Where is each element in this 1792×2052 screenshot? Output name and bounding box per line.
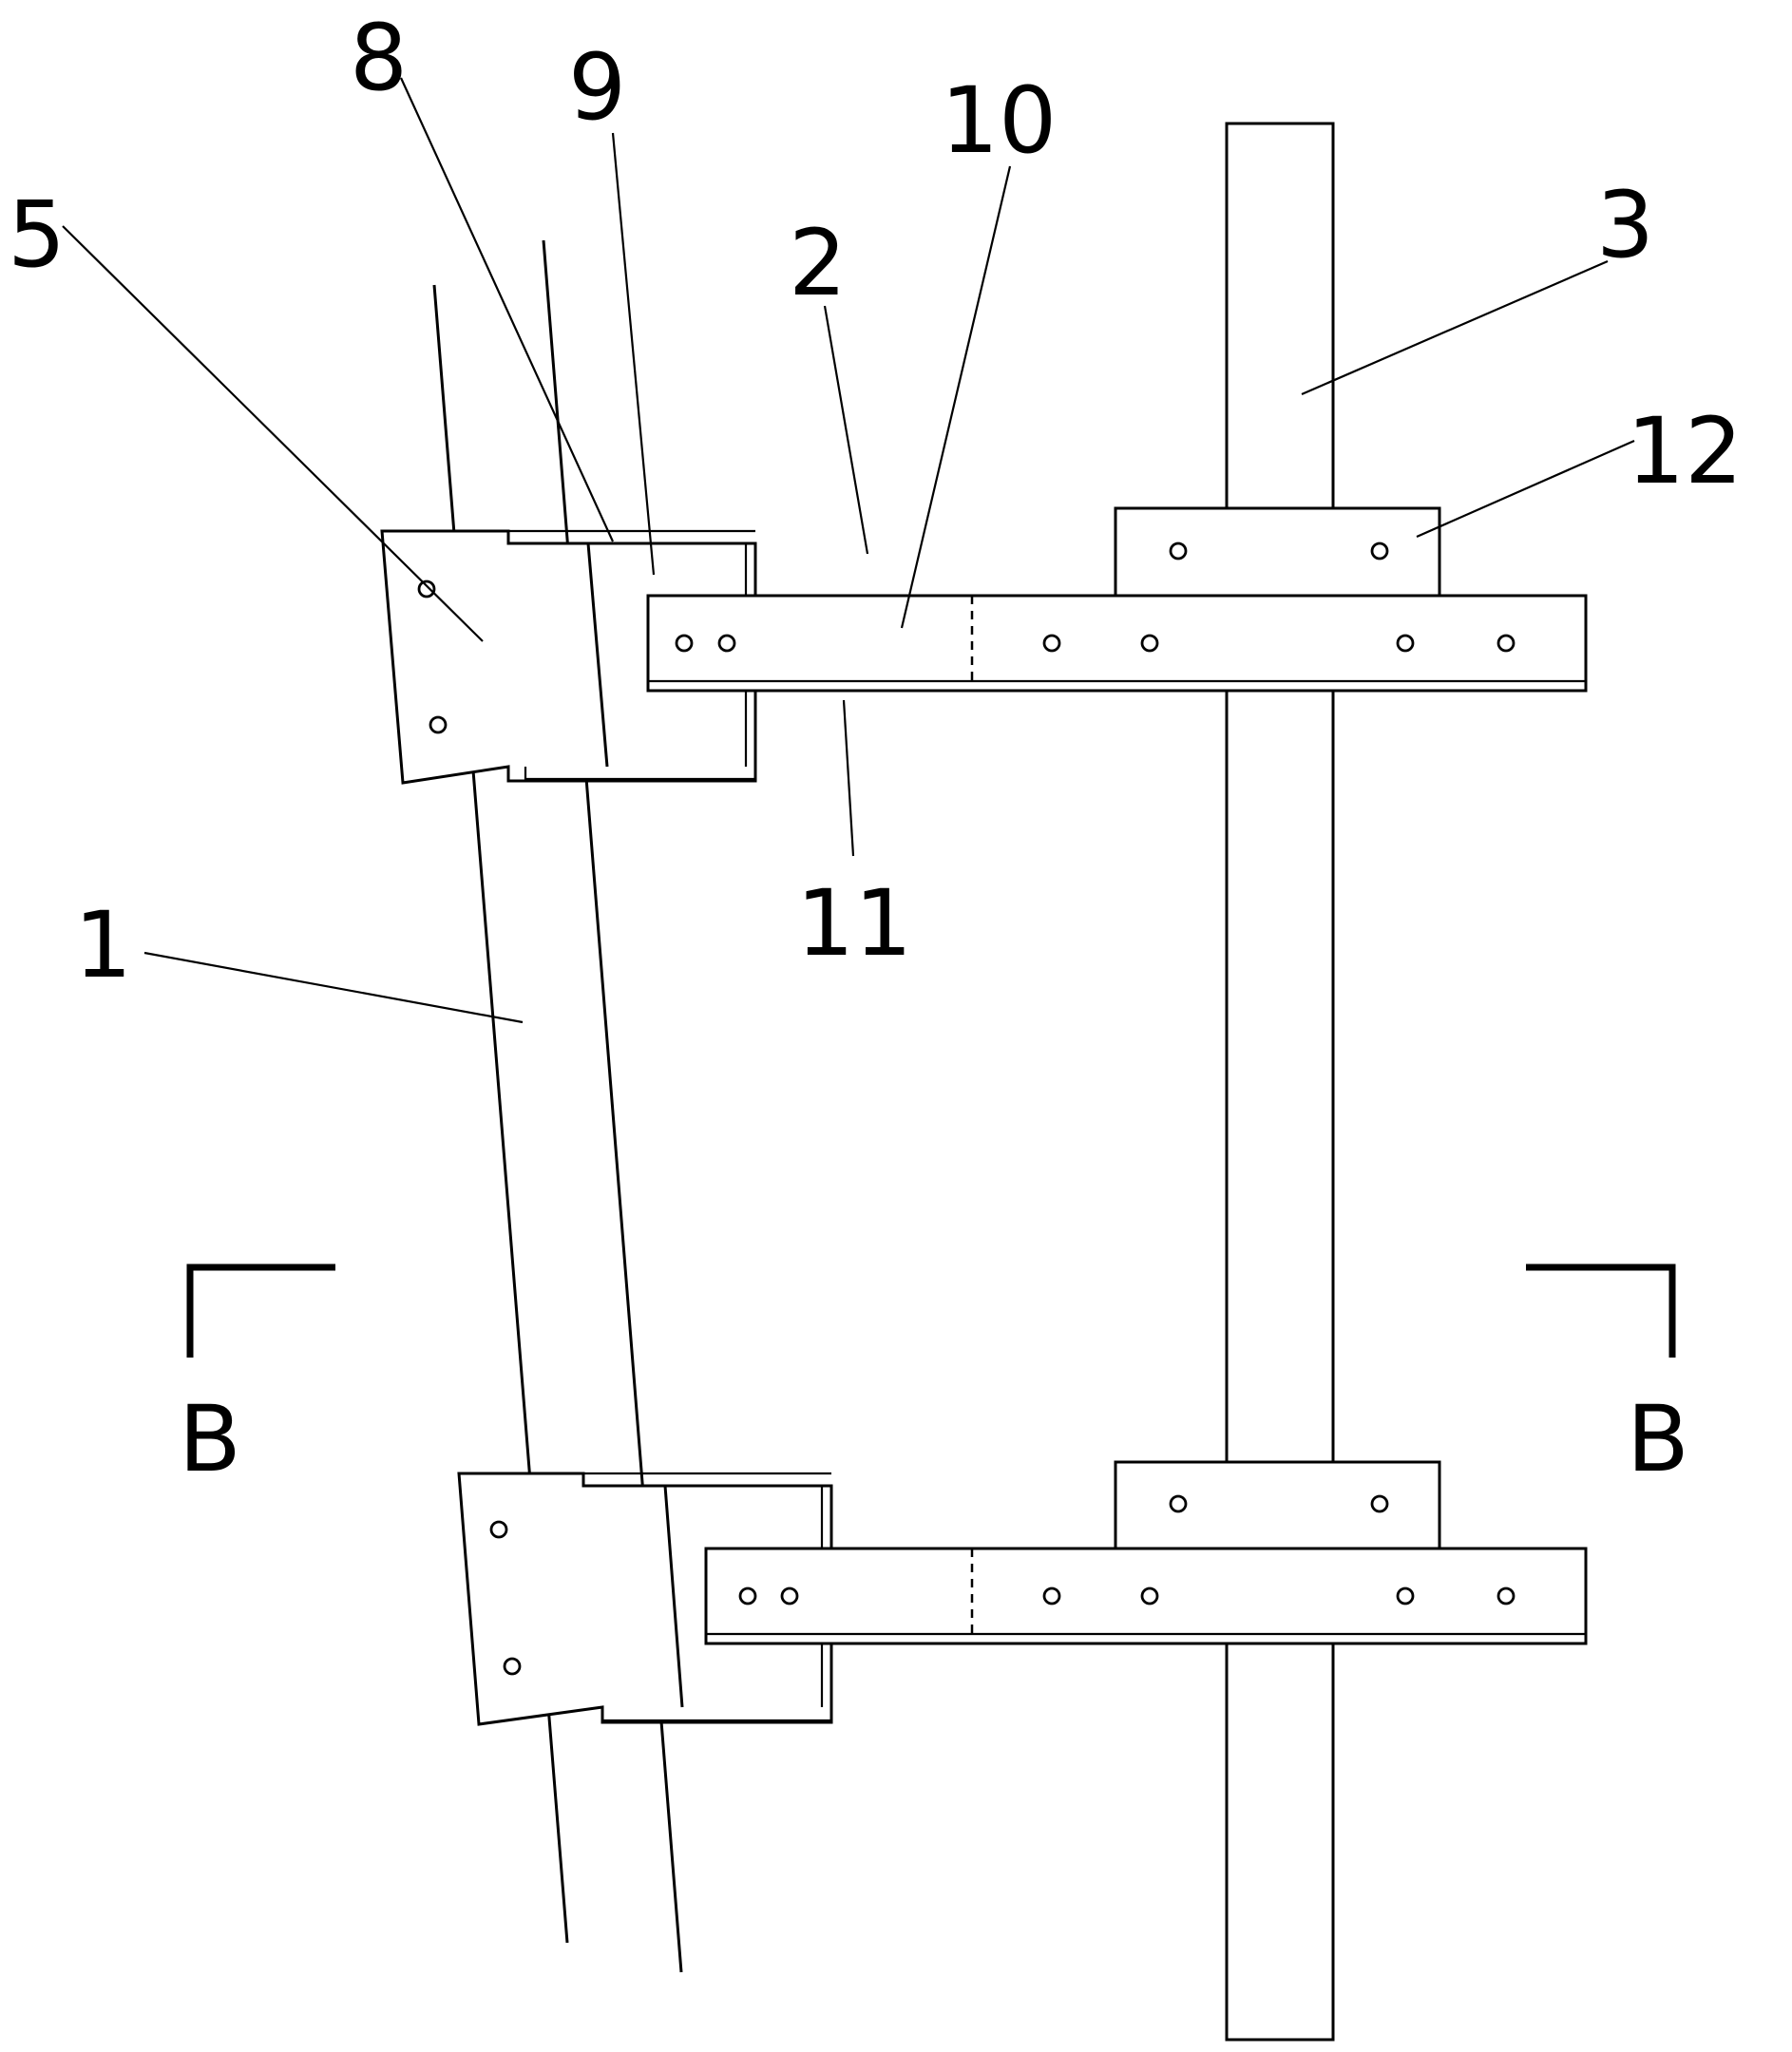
leader-lines bbox=[62, 77, 1635, 1024]
label-9: 9 bbox=[568, 34, 626, 141]
section-label-left: B bbox=[179, 1386, 241, 1492]
label-5: 5 bbox=[8, 181, 66, 288]
label-2: 2 bbox=[789, 210, 847, 316]
bolt-hole bbox=[429, 715, 448, 734]
lower-assembly bbox=[457, 1460, 1588, 1726]
part-12-upper-clamp-plate bbox=[1114, 506, 1441, 598]
upper-assembly bbox=[380, 506, 1588, 785]
part-3-vertical-post bbox=[1225, 122, 1335, 2042]
section-marker-left bbox=[186, 1264, 335, 1358]
label-11: 11 bbox=[796, 870, 912, 977]
label-10: 10 bbox=[941, 67, 1057, 174]
label-8: 8 bbox=[350, 5, 408, 111]
label-12: 12 bbox=[1627, 398, 1743, 504]
bolt-hole bbox=[417, 580, 436, 598]
label-3: 3 bbox=[1596, 172, 1654, 278]
section-marker-right bbox=[1526, 1264, 1676, 1358]
section-label-right: B bbox=[1627, 1386, 1689, 1492]
lower-clamp-plate bbox=[1114, 1460, 1441, 1551]
label-1: 1 bbox=[74, 892, 132, 998]
part-2-upper-horizontal-arm bbox=[646, 594, 1588, 693]
